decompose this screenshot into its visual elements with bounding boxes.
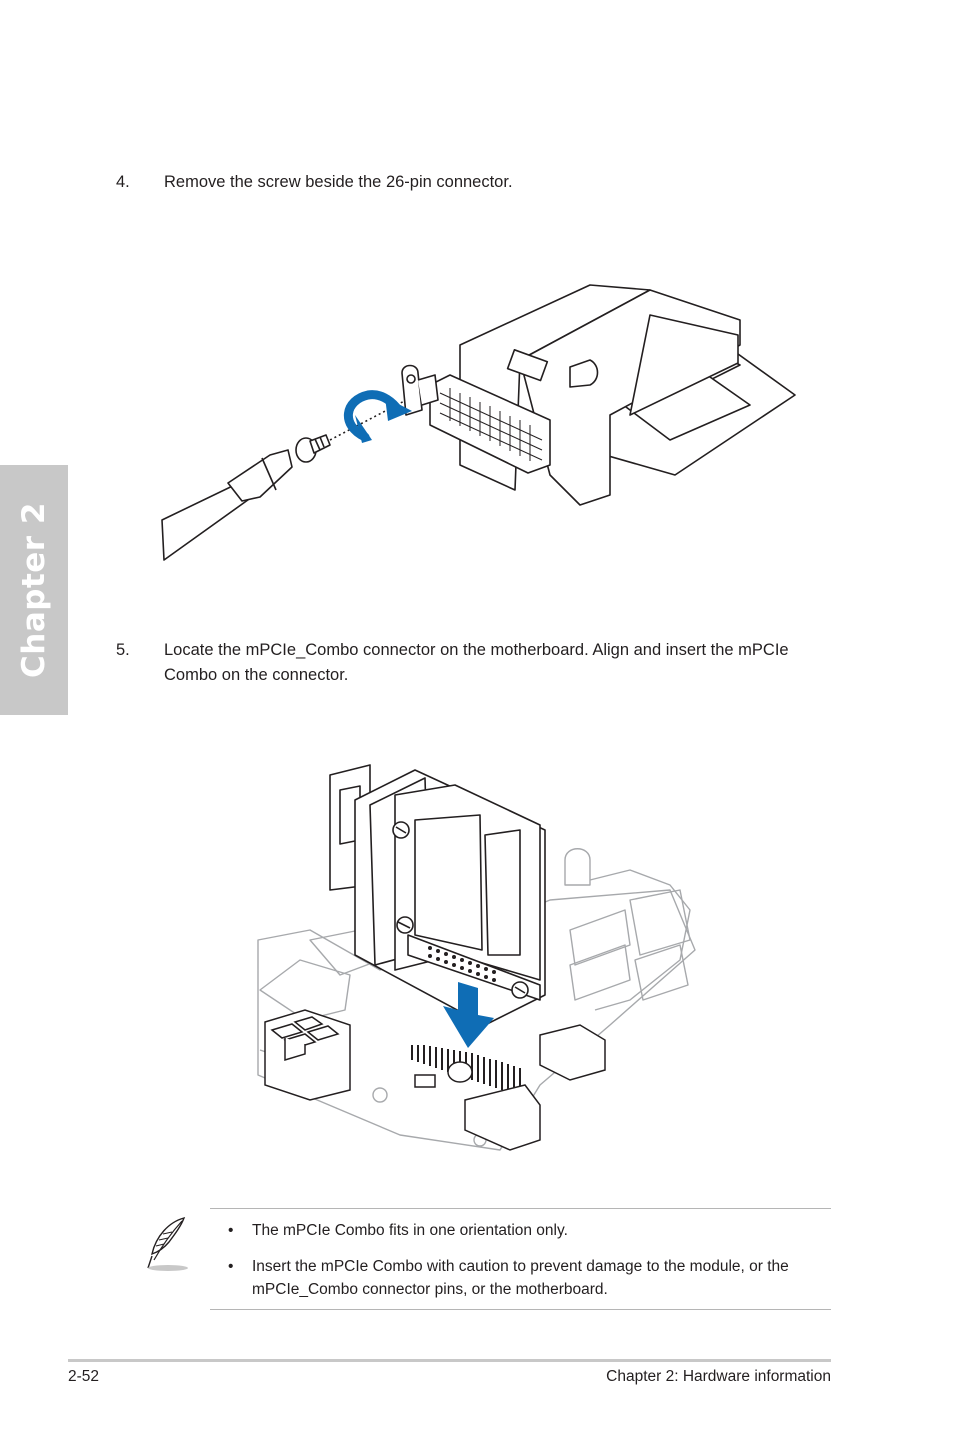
down-arrow-icon (443, 982, 494, 1048)
note-text: The mPCIe Combo fits in one orientation … (252, 1222, 568, 1239)
footer-rule (68, 1359, 831, 1362)
feather-note-icon (147, 1216, 188, 1271)
rotation-arrow-icon (343, 390, 412, 443)
chapter-tab-label: Chapter 2 (16, 502, 52, 678)
step-text: Locate the mPCIe_Combo connector on the … (164, 641, 789, 684)
footer-chapter-title: Chapter 2: Hardware information (606, 1368, 831, 1385)
note-text: Insert the mPCIe Combo with caution to p… (252, 1258, 789, 1298)
chapter-tab: Chapter 2 (0, 465, 68, 715)
motherboard (257, 889, 696, 1151)
step-text: Remove the screw beside the 26-pin conne… (164, 173, 513, 191)
note-bullet: • (228, 1222, 234, 1239)
page-number: 2-52 (68, 1368, 100, 1385)
module-insertion-illustration (257, 764, 696, 1151)
screwdriver-tip (227, 449, 293, 502)
screw-removal-illustration (161, 284, 796, 561)
step-number: 4. (116, 173, 130, 191)
note-bullet: • (228, 1258, 234, 1275)
note-box: • The mPCIe Combo fits in one orientatio… (210, 1208, 831, 1310)
step-number: 5. (116, 641, 130, 659)
